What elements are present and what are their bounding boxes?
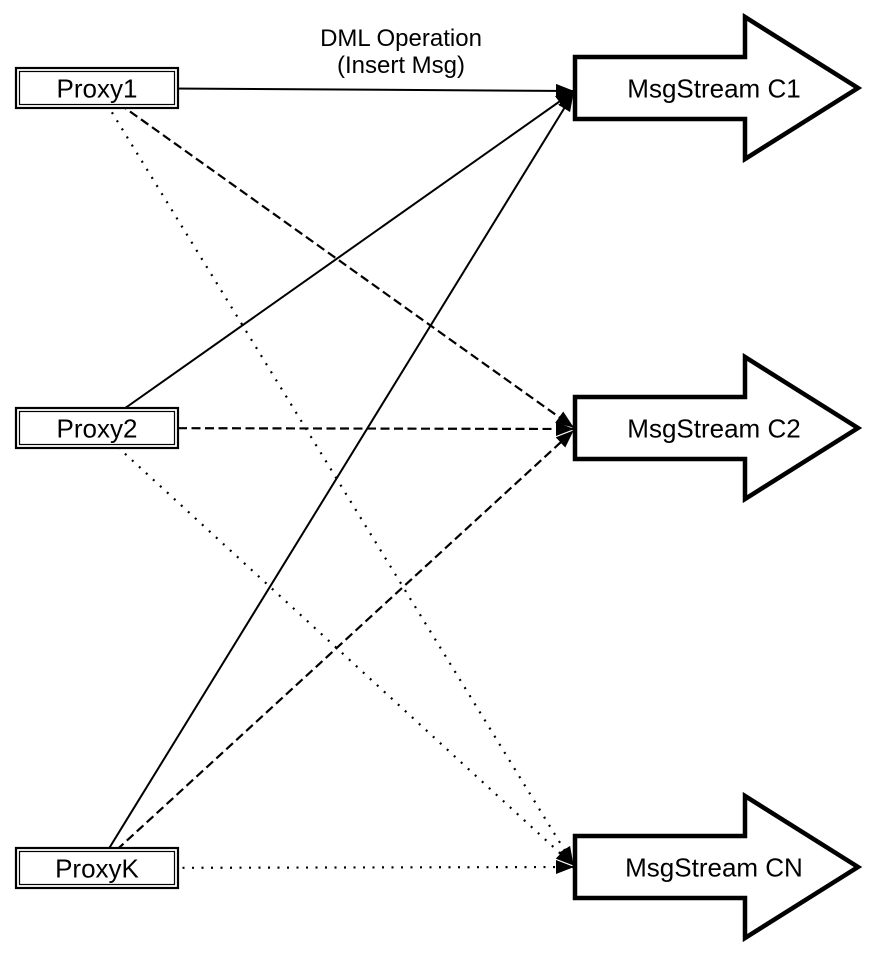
- edge-proxy2-c1-solid: [96, 91, 574, 429]
- proxy-node-1: Proxy1: [14, 66, 180, 110]
- edge-annotation-line1: DML Operation: [320, 25, 482, 52]
- proxy-box-1-inner: [18, 70, 176, 106]
- msgstream-arrow-c2: [572, 352, 863, 504]
- edge-proxyk-c2-dashed: [96, 430, 574, 869]
- proxy-box-2-inner: [18, 410, 176, 446]
- edge-proxy1-c2-dashed: [96, 87, 574, 428]
- proxy-label-1: Proxy1: [57, 74, 138, 104]
- msgstream-arrow-c1: [572, 12, 863, 164]
- edge-proxyk-c1-solid: [96, 93, 574, 869]
- edge-annotation-line2: (Insert Msg): [337, 52, 465, 79]
- proxy-box-k-inner: [18, 850, 176, 886]
- msgstream-label-cn: MsgStream CN: [625, 853, 803, 883]
- msgstream-node-c1: MsgStream C1: [572, 12, 863, 164]
- proxy-node-k: ProxyK: [14, 846, 180, 890]
- edge-proxy1-cn-dotted: [96, 87, 574, 865]
- edge-group: [96, 83, 574, 875]
- proxy-node-2: Proxy2: [14, 406, 180, 450]
- msgstream-label-c2: MsgStream C2: [627, 414, 800, 444]
- edge-annotation: DML Operation (Insert Msg): [320, 25, 482, 79]
- proxy-label-2: Proxy2: [57, 414, 138, 444]
- edge-proxy2-cn-dotted: [96, 427, 574, 866]
- msgstream-arrow-cn: [572, 791, 863, 943]
- msgstream-label-c1: MsgStream C1: [627, 74, 800, 104]
- msgstream-node-cn: MsgStream CN: [572, 791, 863, 943]
- msgstream-node-c2: MsgStream C2: [572, 352, 863, 504]
- proxy-label-k: ProxyK: [55, 854, 139, 884]
- edge-proxyk-cn-dotted: [96, 860, 574, 875]
- edge-proxy2-c2-dashed: [96, 421, 574, 436]
